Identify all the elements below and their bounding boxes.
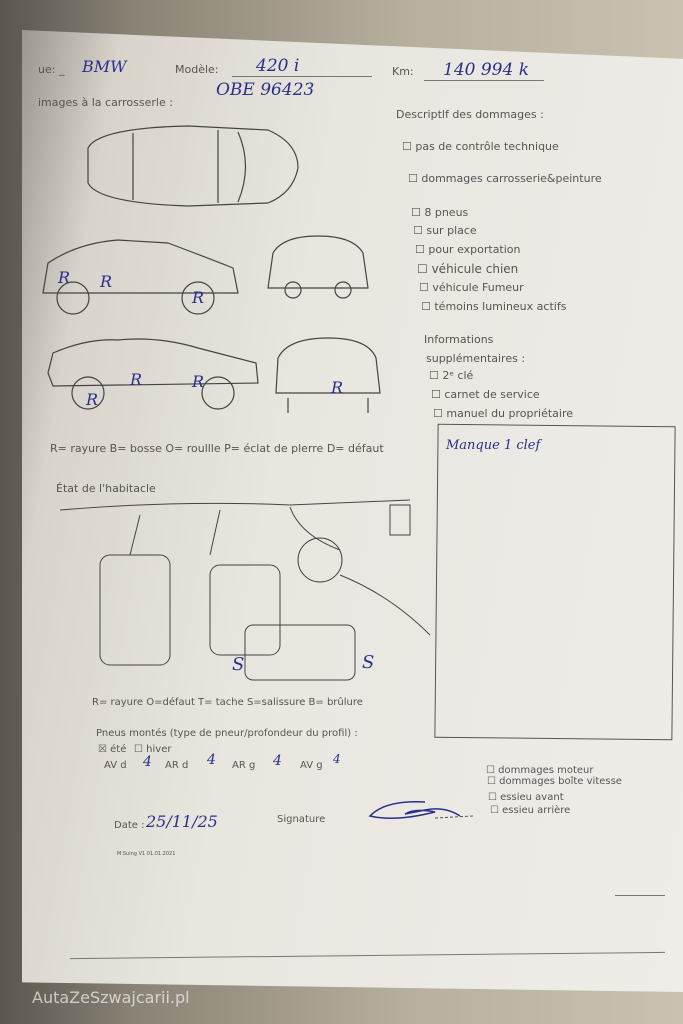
km-underline: [424, 80, 544, 81]
short-line: [615, 895, 665, 896]
notes-box[interactable]: [434, 423, 676, 741]
ar-g-label: AR g: [232, 760, 256, 771]
car-interior-diagram: [60, 499, 431, 681]
damage-mark: R: [100, 272, 113, 291]
checkbox-essieu-avant[interactable]: essieu avant: [488, 792, 563, 803]
av-d-value: 4: [143, 754, 152, 770]
checkbox-8-pneus[interactable]: 8 pneus: [411, 206, 468, 219]
informations-title: Informations: [424, 333, 494, 346]
ete-label: été: [110, 744, 127, 755]
dommages-title: Descriptlf des dommages :: [396, 108, 544, 121]
checkbox-pas-de-controle[interactable]: pas de contrôle technique: [402, 140, 558, 153]
notes-text: Manque 1 clef: [446, 438, 541, 453]
marque-value: BMW: [82, 57, 127, 76]
damage-mark: R: [331, 378, 344, 397]
checkbox-manuel[interactable]: manuel du propriétaire: [433, 407, 573, 420]
checkbox-dommages-moteur[interactable]: dommages moteur: [486, 765, 593, 776]
pneus-title: Pneus montés (type de pneur/profondeur d…: [96, 728, 358, 739]
checkbox-essieu-arriere[interactable]: essieu arrière: [490, 805, 570, 816]
checkbox-dommages-boite[interactable]: dommages boîte vitesse: [487, 776, 622, 787]
damage-mark: R: [58, 268, 71, 287]
plate-value: OBE 96423: [216, 80, 315, 100]
av-g-label: AV g: [300, 760, 323, 771]
modele-underline: [232, 76, 372, 77]
km-label: Km:: [392, 65, 414, 78]
km-value: 140 994 k: [443, 60, 530, 80]
damage-mark: R: [86, 390, 99, 409]
signature: [368, 801, 474, 819]
av-g-value: 4: [333, 752, 341, 766]
av-d-label: AV d: [104, 760, 127, 771]
modele-label: Modèle:: [175, 63, 219, 76]
carrosserie-title: images à la carrosserle :: [38, 96, 173, 109]
marque-label: ue: _: [38, 63, 65, 76]
interior-mark: S: [232, 654, 245, 675]
checkbox-sur-place[interactable]: sur place: [413, 224, 476, 237]
checkbox-dommages-carrosserie[interactable]: dommages carrosserie&peinture: [408, 172, 601, 185]
damage-mark: R: [192, 288, 205, 307]
damage-mark: R: [192, 372, 205, 391]
modele-value: 420 i: [256, 56, 300, 76]
ar-d-value: 4: [207, 752, 216, 768]
signature-label: Signature: [277, 814, 326, 825]
checkbox-ete[interactable]: ☒ été: [98, 744, 127, 755]
damage-mark: R: [130, 370, 143, 389]
inspection-form-paper: [22, 30, 683, 992]
checkbox-vehicule-fumeur[interactable]: véhicule Fumeur: [419, 281, 523, 294]
form-version: M.Suing V1 01.01.2021: [117, 851, 176, 857]
habitacle-title: État de l'habitacle: [56, 482, 156, 495]
checkbox-temoins-lumineux[interactable]: témoins lumineux actifs: [421, 300, 566, 313]
informations-title-2: supplémentaires :: [426, 352, 526, 365]
checkbox-2e-cle[interactable]: 2ᵉ clé: [429, 369, 473, 382]
date-label: Date :: [114, 820, 145, 831]
interior-mark: S: [362, 652, 375, 673]
checkbox-pour-exportation[interactable]: pour exportation: [415, 243, 520, 256]
date-value: 25/11/25: [146, 812, 218, 831]
checkbox-vehicule-chien[interactable]: véhicule chien: [417, 262, 519, 276]
checkbox-hiver[interactable]: hiver: [134, 744, 171, 755]
ar-d-label: AR d: [165, 760, 189, 771]
checkbox-carnet-service[interactable]: carnet de service: [431, 388, 539, 401]
carrosserie-legend: R= rayure B= bosse O= roullle P= éclat d…: [50, 442, 384, 455]
ar-g-value: 4: [273, 753, 282, 769]
habitacle-legend: R= rayure O=défaut T= tache S=salissure …: [92, 697, 363, 708]
watermark: AutaZeSzwajcarii.pl: [32, 988, 190, 1007]
car-body-diagrams: [42, 125, 381, 413]
